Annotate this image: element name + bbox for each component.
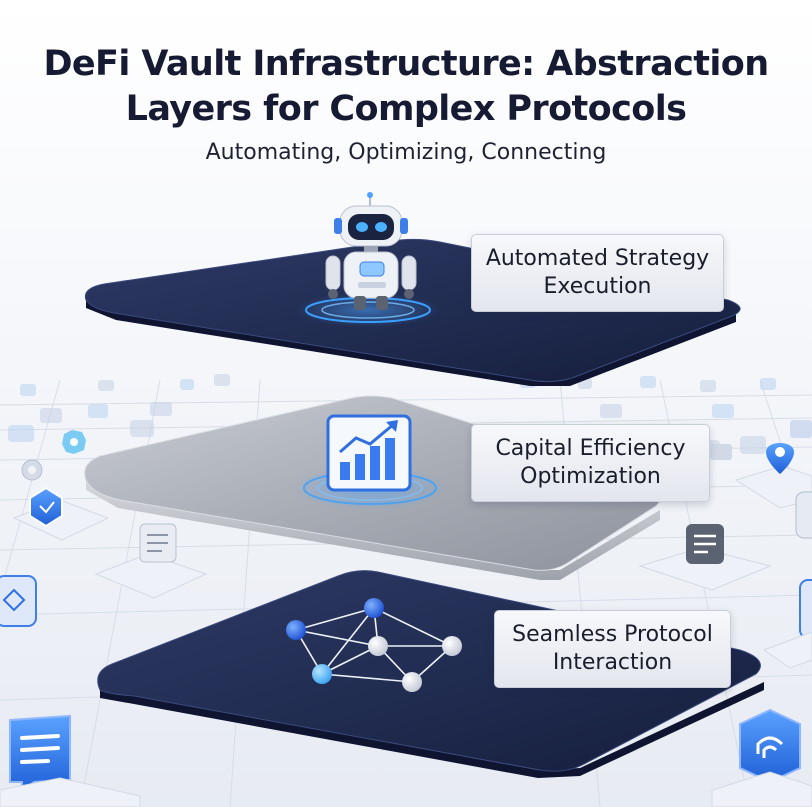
layer-label-bottom-text: Seamless Protocol Interaction <box>512 622 713 675</box>
title-line-1: DeFi Vault Infrastructure: Abstraction <box>43 44 769 84</box>
flow-icon <box>0 575 37 627</box>
page-subtitle: Automating, Optimizing, Connecting <box>205 140 607 165</box>
shield-icon <box>29 486 63 528</box>
title-line-2: Layers for Complex Protocols <box>125 89 687 129</box>
side-tiles <box>0 430 812 807</box>
page-title: DeFi Vault Infrastructure: Abstraction L… <box>0 42 812 132</box>
location-pin-icon <box>766 443 794 474</box>
side-card-icon <box>799 579 812 639</box>
layer-label-top-text: Automated Strategy Execution <box>485 246 710 299</box>
list-icon <box>710 444 732 460</box>
layer-label-middle: Capital Efficiency Optimization <box>471 424 710 502</box>
card-icon <box>795 491 812 539</box>
network-graph-icon <box>286 598 462 692</box>
growth-chart-icon <box>292 414 448 510</box>
layer-label-bottom: Seamless Protocol Interaction <box>494 610 731 688</box>
layer-label-middle-text: Capital Efficiency Optimization <box>495 436 686 489</box>
robot-icon <box>296 192 440 327</box>
layer-label-top: Automated Strategy Execution <box>471 234 724 312</box>
